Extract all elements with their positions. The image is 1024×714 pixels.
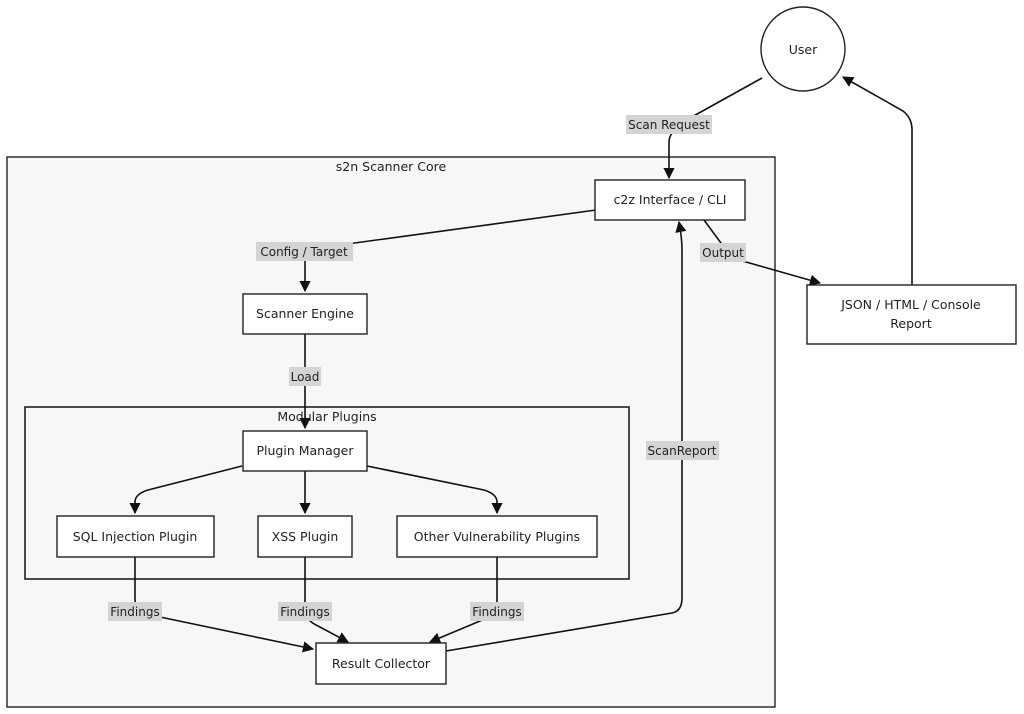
node-interface-label: c2z Interface / CLI: [614, 192, 727, 207]
edge-label-load-text: Load: [291, 370, 320, 384]
edge-label-findings-other-text: Findings: [472, 605, 521, 619]
edge-label-config-target: Config / Target: [256, 242, 353, 261]
edge-label-scan-report: ScanReport: [646, 441, 719, 460]
node-user-label: User: [789, 42, 818, 57]
edge-label-scan-report-text: ScanReport: [648, 444, 717, 458]
node-sql-injection-plugin-label: SQL Injection Plugin: [73, 529, 198, 544]
edge-label-load: Load: [289, 367, 321, 386]
node-other-vulnerability-plugins-label: Other Vulnerability Plugins: [414, 529, 580, 544]
edge-label-scan-request: Scan Request: [626, 115, 712, 134]
node-report-label-line1: JSON / HTML / Console: [840, 297, 981, 312]
node-other-vulnerability-plugins: Other Vulnerability Plugins: [396, 515, 598, 558]
node-plugin-manager: Plugin Manager: [242, 430, 368, 472]
edge-label-findings-xss-text: Findings: [280, 605, 329, 619]
edge-label-findings-other: Findings: [470, 602, 524, 621]
edge-manager-to-sql: [129, 465, 243, 515]
edge-label-output-text: Output: [702, 246, 744, 260]
node-report: JSON / HTML / Console Report: [806, 284, 1017, 345]
cluster-title-core: s2n Scanner Core: [336, 159, 447, 174]
edge-label-findings-sql: Findings: [108, 602, 162, 621]
node-report-label-line2: Report: [890, 316, 932, 331]
node-xss-plugin: XSS Plugin: [257, 515, 353, 558]
node-result-collector-label: Result Collector: [332, 656, 431, 671]
edge-label-findings-sql-text: Findings: [110, 605, 159, 619]
node-scanner-engine-label: Scanner Engine: [256, 306, 354, 321]
edge-collector-to-interface: [445, 220, 687, 652]
node-xss-plugin-label: XSS Plugin: [272, 529, 339, 544]
cluster-title-plugins: Modular Plugins: [277, 409, 376, 424]
node-interface: c2z Interface / CLI: [594, 179, 746, 221]
edge-label-output: Output: [700, 243, 746, 262]
node-sql-injection-plugin: SQL Injection Plugin: [56, 515, 215, 558]
node-result-collector: Result Collector: [315, 642, 447, 685]
node-scanner-engine: Scanner Engine: [242, 293, 368, 335]
edge-label-config-target-text: Config / Target: [260, 245, 348, 259]
edge-report-to-user: [842, 76, 913, 285]
edge-manager-to-other: [366, 465, 503, 515]
node-plugin-manager-label: Plugin Manager: [256, 443, 354, 458]
edge-label-scan-request-text: Scan Request: [628, 118, 710, 132]
edge-label-findings-xss: Findings: [278, 602, 332, 621]
node-user: User: [760, 6, 846, 92]
